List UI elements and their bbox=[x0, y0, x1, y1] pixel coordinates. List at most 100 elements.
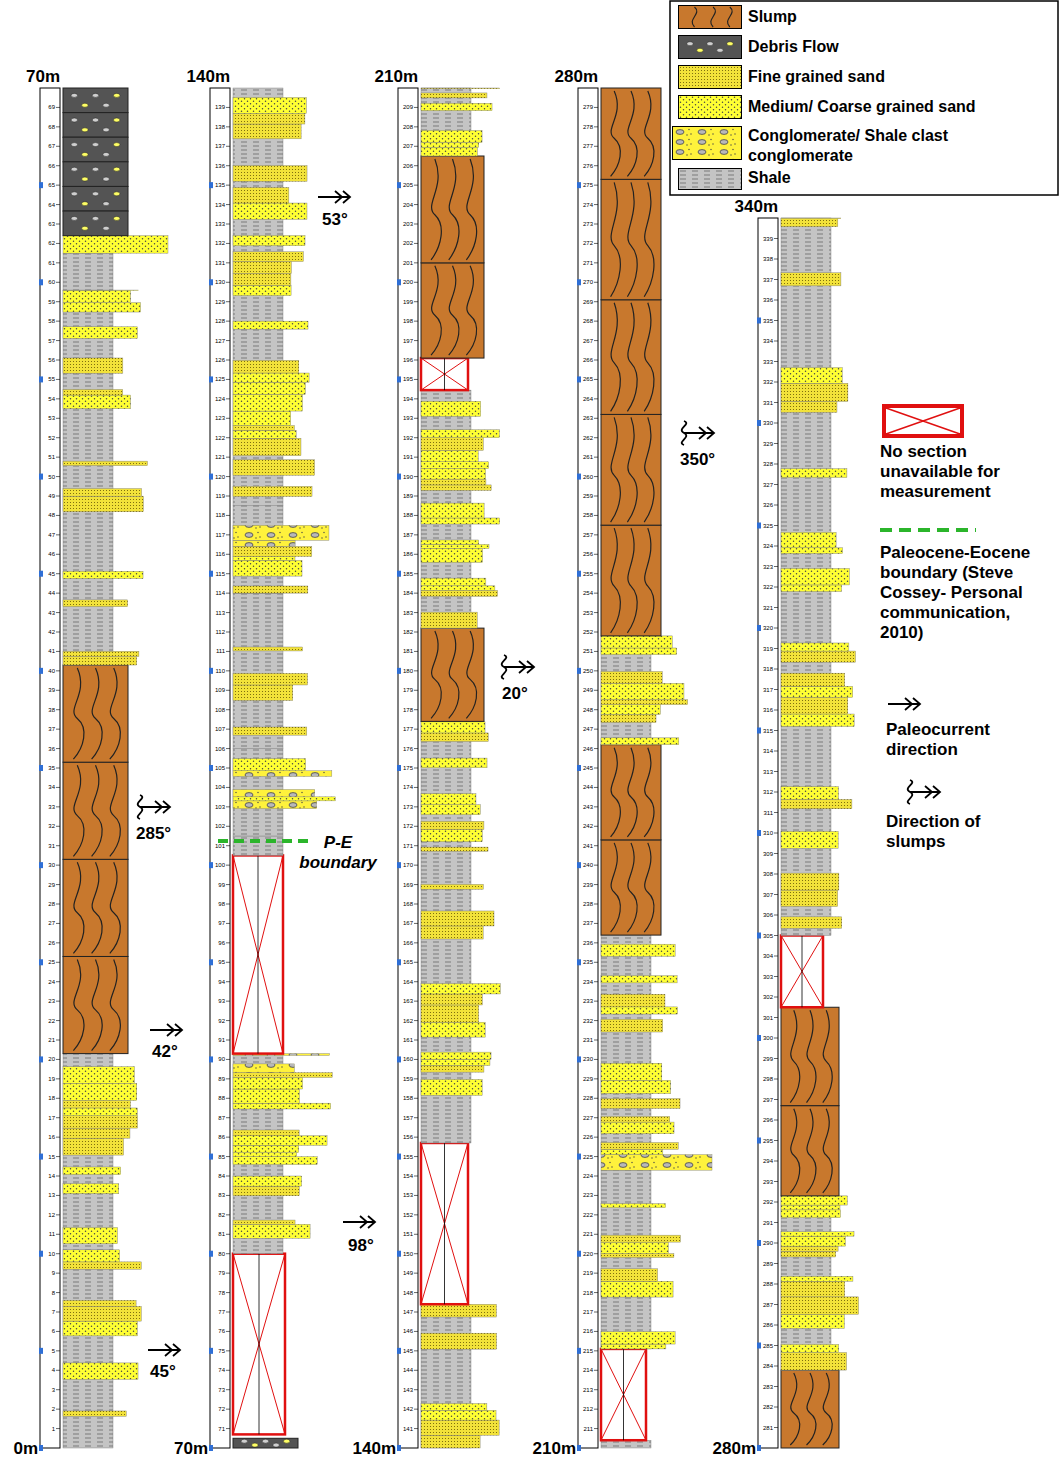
cong-bed bbox=[601, 1155, 712, 1171]
med-bed bbox=[63, 1083, 137, 1100]
axis-strip bbox=[578, 88, 598, 1448]
med-bed bbox=[421, 578, 486, 586]
cong-pattern bbox=[233, 540, 295, 546]
med-bed bbox=[233, 1078, 303, 1090]
med-bed bbox=[421, 758, 487, 768]
slump-fold bbox=[627, 528, 637, 633]
fine-bed bbox=[233, 727, 307, 735]
fine-pattern bbox=[601, 1269, 658, 1281]
depth-tick-label: 253 bbox=[579, 609, 593, 617]
depth-tick-label: 96 bbox=[211, 939, 225, 947]
med-pattern bbox=[421, 1059, 490, 1065]
slump-fold bbox=[73, 668, 84, 759]
depth-tick-label: 241 bbox=[579, 842, 593, 850]
med-pattern bbox=[601, 1149, 663, 1154]
axis-tick bbox=[594, 437, 598, 438]
debris-clast bbox=[82, 128, 88, 132]
axis-tick bbox=[226, 457, 230, 458]
depth-tick-label: 288 bbox=[759, 1280, 773, 1288]
depth-tick-label: 255 bbox=[579, 570, 593, 578]
depth-tick-label: 283 bbox=[759, 1383, 773, 1391]
fine-bed bbox=[63, 1116, 138, 1128]
slump-block bbox=[421, 263, 484, 358]
depth-header: 70m bbox=[0, 67, 60, 87]
axis-tick bbox=[56, 204, 60, 205]
med-pattern bbox=[781, 714, 854, 726]
fine-bed bbox=[421, 1304, 496, 1317]
axis-tick bbox=[414, 1428, 418, 1429]
axis-tick bbox=[226, 632, 230, 633]
depth-tick-label: 332 bbox=[759, 378, 773, 386]
axis-marker bbox=[757, 625, 761, 631]
axis-tick bbox=[594, 301, 598, 302]
depth-tick-label: 39 bbox=[41, 686, 55, 694]
paleocurrent-angle: 20° bbox=[502, 684, 552, 704]
depth-tick-label: 105 bbox=[211, 764, 225, 772]
depth-tick-label: 108 bbox=[211, 706, 225, 714]
med-pattern bbox=[601, 1007, 678, 1014]
med-pattern bbox=[421, 758, 487, 768]
swatch-pattern bbox=[673, 127, 741, 159]
depth-tick-label: 141 bbox=[399, 1425, 413, 1433]
depth-tick-label: 110 bbox=[211, 667, 225, 675]
fine-bed bbox=[63, 1411, 126, 1416]
fine-pattern bbox=[781, 697, 848, 714]
debris-clast bbox=[71, 192, 77, 196]
missing-section-sample bbox=[884, 406, 962, 436]
slump-fold bbox=[790, 1109, 799, 1193]
med-bed bbox=[601, 1281, 673, 1297]
axis-marker bbox=[39, 571, 43, 577]
axis-tick bbox=[594, 554, 598, 555]
fine-bed bbox=[233, 1073, 332, 1078]
depth-tick-label: 157 bbox=[399, 1114, 413, 1122]
axis-tick bbox=[774, 382, 778, 383]
depth-tick-label: 71 bbox=[211, 1425, 225, 1433]
depth-tick-label: 47 bbox=[41, 531, 55, 539]
depth-tick-label: 67 bbox=[41, 142, 55, 150]
fine-pattern bbox=[233, 1220, 295, 1224]
axis-tick bbox=[414, 1001, 418, 1002]
slump-block bbox=[421, 628, 484, 721]
slump-fold bbox=[466, 159, 476, 260]
depth-tick-label: 75 bbox=[211, 1347, 225, 1355]
axis-tick bbox=[226, 1370, 230, 1371]
axis-marker bbox=[39, 959, 43, 965]
depth-tick-label: 98 bbox=[211, 900, 225, 908]
missing-axis bbox=[444, 1143, 445, 1304]
axis-tick bbox=[414, 1234, 418, 1235]
axis-tick bbox=[414, 1273, 418, 1274]
fine-pattern bbox=[421, 479, 486, 485]
depth-tick-label: 260 bbox=[579, 473, 593, 481]
fine-bed bbox=[421, 438, 483, 451]
depth-tick-label: 276 bbox=[579, 162, 593, 170]
axis-tick bbox=[774, 956, 778, 957]
fine-bed bbox=[63, 389, 123, 395]
depth-tick-label: 270 bbox=[579, 278, 593, 286]
med-pattern bbox=[601, 683, 684, 699]
fine-pattern bbox=[233, 360, 299, 373]
axis-tick bbox=[414, 185, 418, 186]
depth-tick-label: 327 bbox=[759, 481, 773, 489]
axis-tick bbox=[594, 340, 598, 341]
axis-tick bbox=[414, 107, 418, 108]
fine-pattern bbox=[63, 461, 147, 466]
depth-tick-label: 69 bbox=[41, 103, 55, 111]
med-pattern bbox=[781, 643, 849, 651]
fine-pattern bbox=[63, 1262, 141, 1269]
depth-tick-label: 208 bbox=[399, 123, 413, 131]
depth-tick-label: 227 bbox=[579, 1114, 593, 1122]
axis-tick bbox=[56, 165, 60, 166]
med-bed bbox=[781, 1276, 853, 1281]
med-pattern bbox=[421, 518, 500, 524]
depth-tick-label: 23 bbox=[41, 997, 55, 1005]
slump-fold bbox=[823, 1010, 832, 1102]
missing-section bbox=[233, 855, 283, 1053]
cong-pattern bbox=[233, 525, 329, 540]
depth-tick-label: 159 bbox=[399, 1075, 413, 1083]
axis-tick bbox=[774, 669, 778, 670]
axis-tick bbox=[414, 1098, 418, 1099]
med-bed bbox=[421, 1052, 491, 1059]
depth-tick-label: 49 bbox=[41, 492, 55, 500]
axis-tick bbox=[226, 884, 230, 885]
debris-clast bbox=[71, 93, 77, 97]
